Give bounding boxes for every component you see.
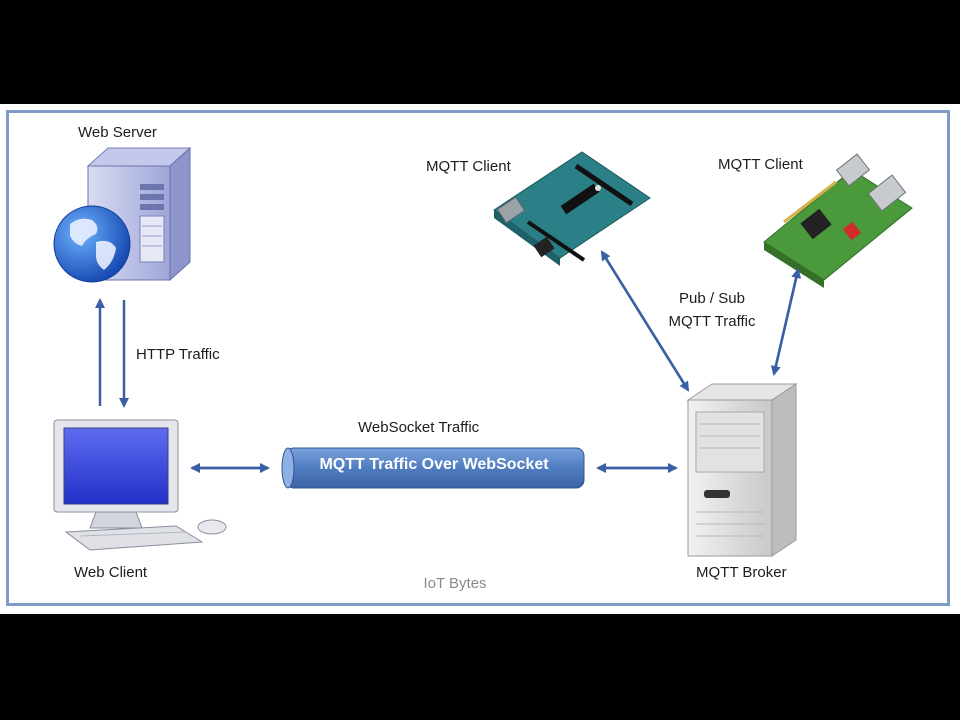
websocket-traffic-label: WebSocket Traffic xyxy=(358,419,480,436)
diagram-frame xyxy=(6,110,950,606)
raspberry-pi-board-icon xyxy=(763,153,913,288)
web-server-label: Web Server xyxy=(78,124,157,141)
pub-sub-label-line1: Pub / Sub xyxy=(679,290,745,307)
websocket-link xyxy=(190,447,678,489)
desktop-computer-icon xyxy=(53,419,227,551)
diagram-canvas xyxy=(53,146,913,557)
tube-label: MQTT Traffic Over WebSocket xyxy=(319,456,549,473)
pub-sub-label-line2: MQTT Traffic xyxy=(668,313,756,330)
http-traffic-label: HTTP Traffic xyxy=(136,346,220,363)
mqtt-client-left-label: MQTT Client xyxy=(426,158,511,175)
web-client-label: Web Client xyxy=(74,564,148,581)
pub-sub-arrows xyxy=(600,250,802,392)
mqtt-broker-label: MQTT Broker xyxy=(696,564,787,581)
http-traffic-arrows xyxy=(95,298,129,408)
server-globe-icon xyxy=(53,146,192,283)
diagram-panel: Web Server MQTT Client MQTT Client HTTP … xyxy=(0,104,960,614)
broker-server-icon xyxy=(686,383,798,557)
mqtt-client-right-label: MQTT Client xyxy=(718,156,803,173)
watermark-label: IoT Bytes xyxy=(423,575,487,592)
arduino-board-icon xyxy=(493,151,651,266)
